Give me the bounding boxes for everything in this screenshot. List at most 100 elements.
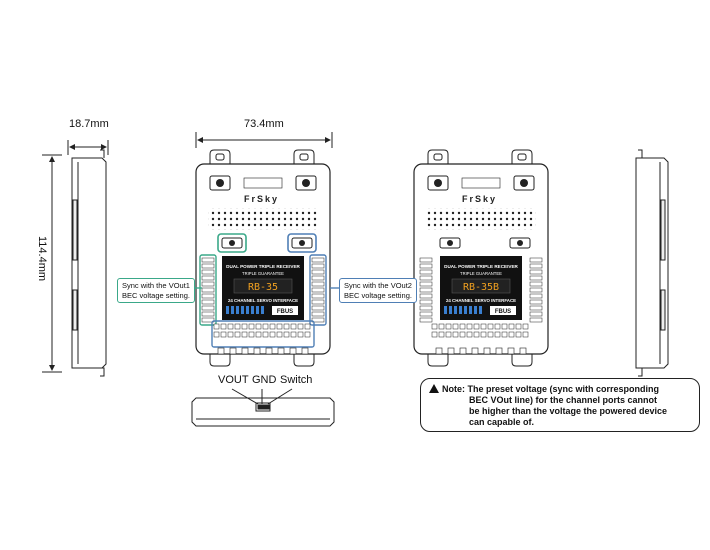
servo-pin-row: [201, 311, 215, 317]
mount-ear-bottom: [293, 352, 315, 367]
connector-tab: [253, 347, 261, 355]
connector-tab: [447, 347, 455, 355]
servo-pin-bottom: [241, 331, 248, 338]
model-display: [451, 278, 511, 294]
servo-pin-row: [201, 293, 215, 299]
servo-pin-row: [419, 281, 433, 287]
dip-switch: [226, 306, 229, 314]
servo-pin-bottom: [452, 331, 459, 338]
servo-pin-row: [529, 293, 543, 299]
servo-pin-bottom: [269, 323, 276, 330]
dimension-thickness: [67, 140, 109, 155]
connector-tab: [241, 347, 249, 355]
dip-switch: [241, 306, 244, 314]
servo-pin-bottom: [290, 323, 297, 330]
model-display: [233, 278, 293, 294]
servo-pin-bottom: [508, 323, 515, 330]
servo-pin-row: [419, 269, 433, 275]
servo-pin-bottom: [262, 323, 269, 330]
servo-pin-row: [419, 263, 433, 269]
spec-label: [243, 177, 283, 189]
dimension-width-label: 73.4mm: [244, 118, 284, 130]
panel-title-line3: 24 CHANNEL SERVO INTERFACE: [446, 298, 516, 303]
mount-hole: [215, 153, 225, 161]
vent-grille: [208, 208, 318, 230]
servo-pin-bottom: [466, 323, 473, 330]
panel-title-line1: DUAL POWER TRIPLE RECEIVER: [444, 264, 518, 269]
servo-pin-row: [201, 299, 215, 305]
power-port-pin: [229, 240, 235, 246]
servo-pin-row: [529, 269, 543, 275]
callout-vout1-line1: Sync with the VOut1: [122, 281, 190, 290]
servo-pin-bottom: [487, 323, 494, 330]
antenna-port-pin: [216, 179, 224, 187]
bottom-ports-highlight: [211, 320, 315, 348]
dip-switch: [479, 306, 482, 314]
note-line3: be higher than the voltage the powered d…: [469, 406, 668, 416]
mount-hole: [517, 153, 527, 161]
connector-tab: [289, 347, 297, 355]
servo-pin-bottom: [269, 331, 276, 338]
note-box: Note: The preset voltage (sync with corr…: [420, 378, 700, 432]
servo-pin-row: [311, 281, 325, 287]
servo-pin-bottom: [515, 323, 522, 330]
servo-pin-bottom: [304, 323, 311, 330]
servo-pin-row: [529, 317, 543, 323]
connector-tab: [265, 347, 273, 355]
model-display-text: RB-35B: [463, 282, 499, 293]
servo-pin-bottom: [248, 323, 255, 330]
callout-vout2: Sync with the VOut2 BEC voltage setting.: [339, 278, 417, 303]
servo-pin-row: [419, 293, 433, 299]
dip-switch: [444, 306, 447, 314]
dimension-width: [195, 132, 333, 148]
servo-pin-bottom: [480, 331, 487, 338]
antenna-port-pin: [520, 179, 528, 187]
mount-ear-bottom: [209, 352, 231, 367]
servo-pin-row: [311, 287, 325, 293]
servo-column-highlight: [309, 254, 327, 326]
servo-pin-row: [529, 299, 543, 305]
side-view-left: [71, 149, 107, 377]
dimension-thickness-label: 18.7mm: [69, 118, 109, 130]
note-line1: Note: The preset voltage (sync with corr…: [442, 384, 660, 394]
servo-pin-row: [419, 317, 433, 323]
power-port-pin: [517, 240, 523, 246]
servo-pin-bottom: [255, 331, 262, 338]
servo-pin-bottom: [452, 323, 459, 330]
servo-pin-bottom: [283, 331, 290, 338]
connector-tab: [507, 347, 515, 355]
servo-pin-row: [419, 275, 433, 281]
power-port-pin: [299, 240, 305, 246]
servo-pin-bottom: [234, 331, 241, 338]
fbus-badge-text: FBUS: [495, 309, 511, 315]
servo-pin-row: [311, 263, 325, 269]
connector-tab: [459, 347, 467, 355]
callout-vout1-line2: BEC voltage setting.: [122, 290, 190, 300]
servo-pin-bottom: [241, 323, 248, 330]
servo-pin-row: [311, 305, 325, 311]
dip-switch: [246, 306, 249, 314]
servo-pin-bottom: [445, 323, 452, 330]
dip-switch: [251, 306, 254, 314]
servo-pin-bottom: [522, 323, 529, 330]
servo-pin-row: [529, 305, 543, 311]
spec-label: [461, 177, 501, 189]
note-line4: can capable of.: [469, 417, 535, 427]
dip-switch: [256, 306, 259, 314]
servo-pin-bottom: [227, 331, 234, 338]
servo-pin-bottom: [431, 323, 438, 330]
servo-pin-bottom: [227, 323, 234, 330]
servo-pin-bottom: [262, 331, 269, 338]
servo-pin-row: [311, 293, 325, 299]
fbus-badge-text: FBUS: [277, 309, 293, 315]
servo-pin-bottom: [248, 331, 255, 338]
servo-pin-bottom: [466, 331, 473, 338]
panel-title-line2: TRIPLE GUARANTEE: [242, 271, 284, 276]
servo-pin-row: [311, 275, 325, 281]
mount-ear-bottom: [427, 352, 449, 367]
mount-hole: [433, 153, 443, 161]
connector-tab: [229, 347, 237, 355]
servo-pin-row: [201, 263, 215, 269]
servo-pin-row: [419, 299, 433, 305]
